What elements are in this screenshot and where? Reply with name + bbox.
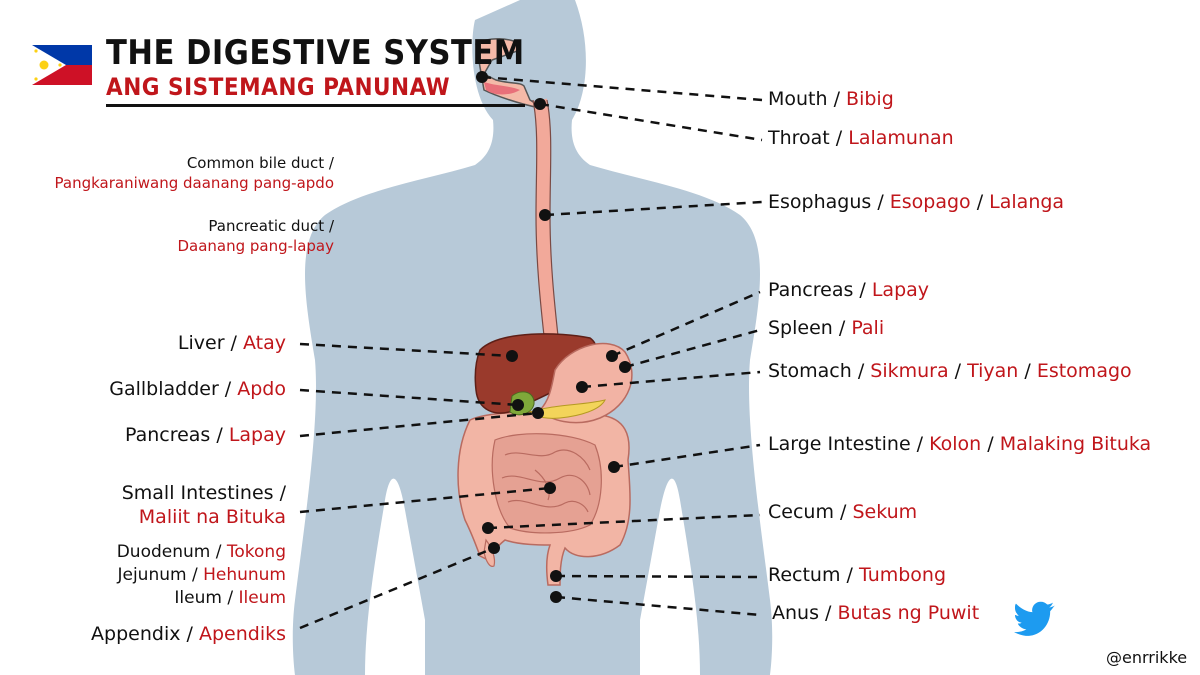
label-anus: Anus / Butas ng Puwit (772, 602, 980, 624)
label-pancreas-right: Pancreas / Lapay (768, 279, 930, 301)
label-rectum: Rectum / Tumbong (768, 564, 947, 586)
label-esophagus: Esophagus / Esopago / Lalanga (768, 191, 1065, 213)
title-block: THE DIGESTIVE SYSTEM ANG SISTEMANG PANUN… (106, 34, 525, 107)
leader-lines (299, 75, 763, 630)
label-liver: Liver / Atay (177, 332, 286, 354)
label-throat: Throat / Lalamunan (768, 127, 954, 149)
lips (484, 82, 520, 95)
note-bile-duct: Common bile duct / Pangkaraniwang daanan… (55, 153, 334, 193)
label-ileum: Ileum / Ileum (174, 588, 286, 608)
label-jejunum: Jejunum / Hehunum (117, 565, 286, 585)
twitter-bird-icon (1014, 601, 1055, 636)
label-large-intestine: Large Intestine / Kolon / Malaking Bituk… (768, 433, 1152, 455)
label-stomach: Stomach / Sikmura / Tiyan / Estomago (768, 360, 1132, 382)
note-bile-duct-en: Common bile duct / (186, 154, 334, 172)
note-pancreatic-duct-tl: Daanang pang-lapay (177, 237, 334, 255)
philippine-flag-icon (32, 45, 92, 85)
page-title: THE DIGESTIVE SYSTEM (106, 33, 525, 73)
leader-dots (476, 71, 631, 603)
small-intestine-folds (501, 449, 591, 513)
note-bile-duct-tl: Pangkaraniwang daanang pang-apdo (54, 174, 334, 192)
label-small-intestines: Small Intestines / Maliit na Bituka (121, 482, 286, 528)
label-appendix: Appendix / Apendiks (91, 623, 286, 645)
pancreas-shape (528, 399, 606, 419)
page-subtitle: ANG SISTEMANG PANUNAW (106, 72, 525, 107)
label-small-intestine-parts: Duodenum / Tokong Jejunum / Hehunum Ileu… (117, 541, 286, 610)
label-cecum: Cecum / Sekum (768, 501, 918, 523)
note-pancreatic-duct-en: Pancreatic duct / (208, 217, 334, 235)
label-mouth: Mouth / Bibig (768, 88, 894, 110)
label-gallbladder: Gallbladder / Apdo (109, 378, 286, 400)
label-duodenum: Duodenum / Tokong (116, 542, 286, 562)
note-pancreatic-duct: Pancreatic duct / Daanang pang-lapay (177, 216, 334, 256)
credit-handle: @enrrikke (1106, 648, 1188, 667)
label-pancreas-left: Pancreas / Lapay (124, 424, 286, 446)
label-spleen: Spleen / Pali (768, 317, 885, 339)
